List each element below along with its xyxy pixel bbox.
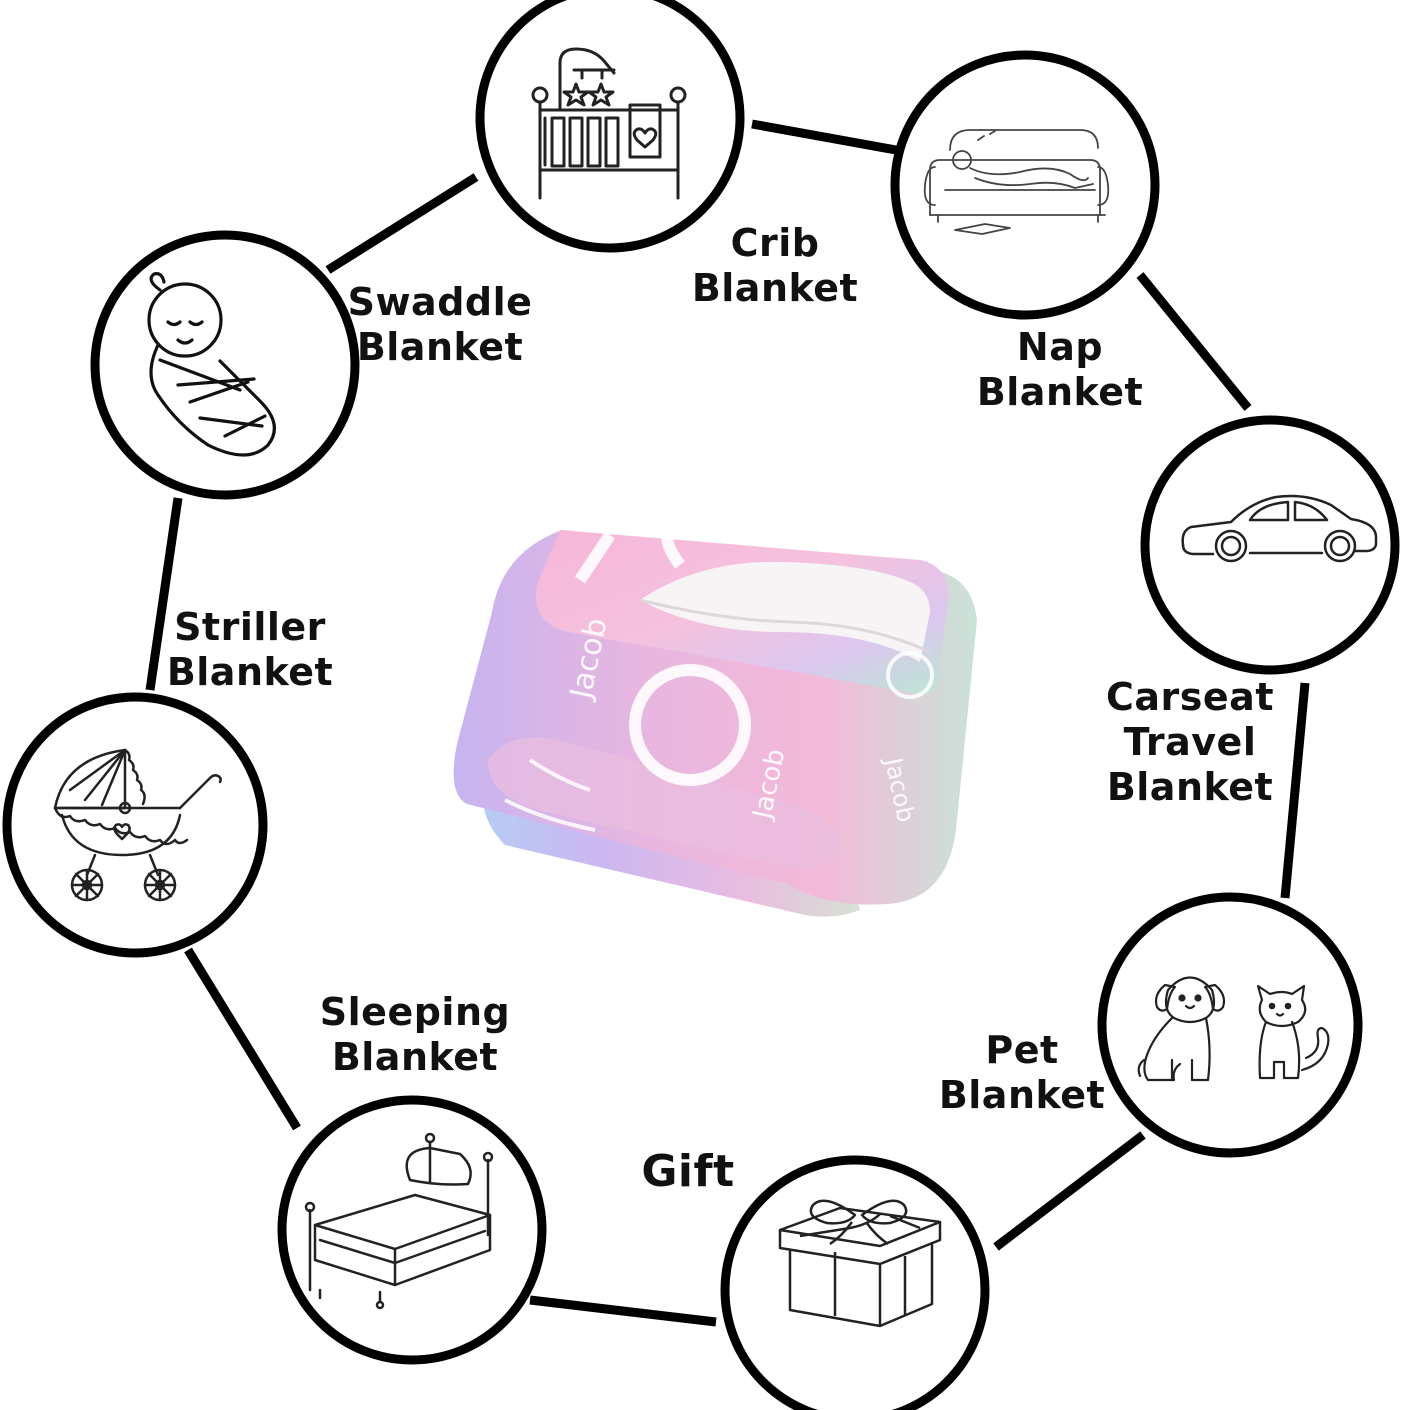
baby-stroller-icon — [53, 748, 222, 902]
connector-sleeping-striller — [184, 947, 301, 1131]
striller-circle — [2, 692, 268, 958]
connector-lines — [145, 119, 1310, 1327]
carseat-circle — [1140, 415, 1400, 675]
connector-pet-gift — [993, 1131, 1146, 1251]
crib-label: Crib Blanket — [680, 221, 870, 311]
pet-circle — [1097, 892, 1363, 1158]
swaddle-label-line-1: Swaddle — [347, 280, 533, 324]
dog-and-cat-icon — [1137, 976, 1330, 1082]
sleeping-on-sofa-icon — [923, 129, 1110, 235]
nap-label: Nap Blanket — [965, 325, 1155, 415]
swaddle-label: Swaddle Blanket — [335, 280, 545, 370]
crib-label-line-2: Blanket — [691, 266, 859, 310]
car-icon — [1181, 494, 1378, 563]
nap-label-line-2: Blanket — [976, 370, 1144, 414]
pet-label-line-1: Pet — [985, 1028, 1059, 1072]
pet-label: Pet Blanket — [927, 1028, 1117, 1118]
bed-icon — [304, 1132, 494, 1310]
nap-label-line-1: Nap — [1016, 325, 1104, 369]
connector-gift-sleeping — [529, 1295, 717, 1327]
gift-box-icon — [778, 1199, 942, 1328]
sleeping-circle — [277, 1095, 547, 1365]
pet-label-line-2: Blanket — [938, 1073, 1106, 1117]
connector-carseat-pet — [1280, 682, 1310, 899]
gift-circle — [720, 1155, 990, 1410]
striller-label: Striller Blanket — [155, 605, 345, 695]
blanket-image: Jacob Jacob Jacob — [453, 514, 978, 917]
sleeping-label-line-2: Blanket — [331, 1035, 499, 1079]
gift-label: Gift — [618, 1147, 758, 1197]
gift-label-line-1: Gift — [641, 1146, 735, 1197]
crib-icon — [531, 47, 687, 200]
connector-swaddle-crib — [325, 173, 479, 274]
sleeping-label: Sleeping Blanket — [300, 990, 530, 1080]
swaddle-label-line-2: Blanket — [356, 325, 524, 369]
connector-crib-nap — [751, 119, 897, 155]
connector-striller-swaddle — [145, 497, 183, 691]
carseat-label: Carseat Travel Blanket — [1090, 675, 1290, 810]
striller-label-line-1: Striller — [174, 605, 326, 649]
carseat-label-line-3: Blanket — [1106, 765, 1274, 809]
striller-label-line-2: Blanket — [166, 650, 334, 694]
carseat-label-line-1: Carseat — [1106, 675, 1274, 719]
crib-circle — [475, 0, 745, 253]
sleeping-label-line-1: Sleeping — [319, 990, 511, 1034]
carseat-label-line-2: Travel — [1123, 720, 1257, 764]
swaddled-baby-icon — [147, 272, 276, 457]
connector-nap-carseat — [1136, 272, 1252, 411]
crib-label-line-1: Crib — [730, 221, 820, 265]
